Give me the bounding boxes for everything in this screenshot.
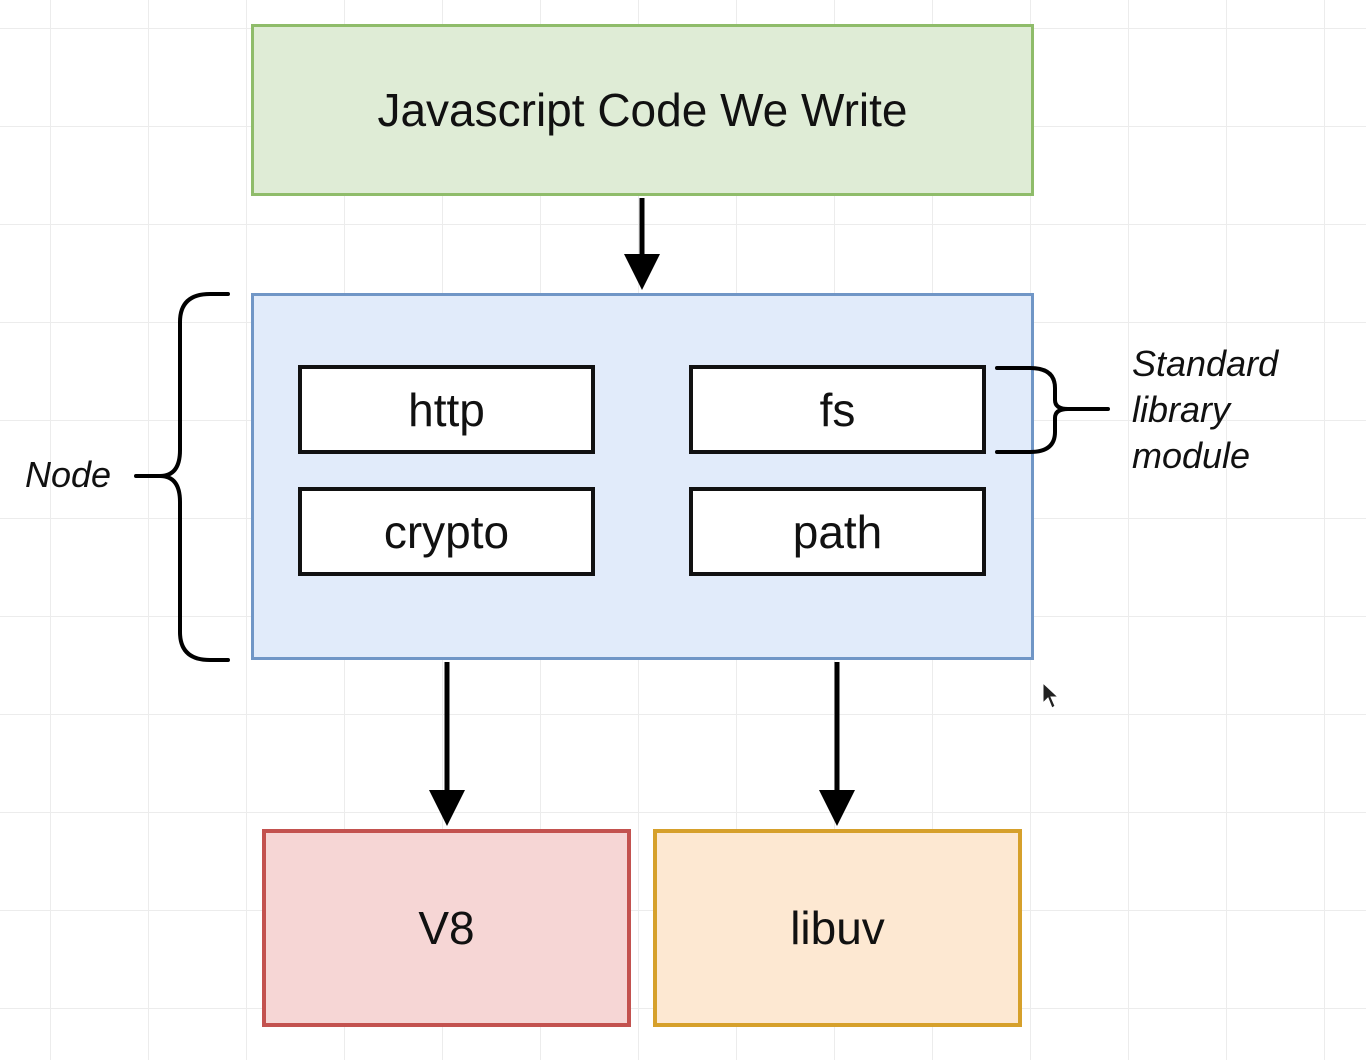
module-fs: fs [689,365,986,454]
module-crypto: crypto [298,487,595,576]
v8-box: V8 [262,829,631,1027]
arrow-node-to-libuv [819,662,855,826]
libuv-label: libuv [790,902,885,954]
annotation-line-1: Standard [1132,343,1279,384]
standard-library-annotation: Standard library module [1132,341,1332,479]
node-brace-icon [134,292,230,662]
module-brace-icon [995,366,1110,454]
node-container-box [251,293,1034,660]
annotation-line-2: library [1132,389,1231,430]
arrow-js-to-node [624,198,660,290]
node-group-label: Node [25,454,112,495]
v8-label: V8 [418,902,475,954]
module-path: path [689,487,986,576]
javascript-code-box: Javascript Code We Write [251,24,1034,196]
mouse-cursor-icon [1042,681,1060,709]
module-crypto-label: crypto [383,505,510,558]
module-http-label: http [408,383,485,436]
module-path-label: path [792,505,883,558]
module-http: http [298,365,595,454]
libuv-box: libuv [653,829,1022,1027]
javascript-code-label: Javascript Code We Write [377,84,908,136]
module-fs-label: fs [819,383,856,436]
arrow-node-to-v8 [429,662,465,826]
annotation-line-3: module [1132,435,1251,476]
